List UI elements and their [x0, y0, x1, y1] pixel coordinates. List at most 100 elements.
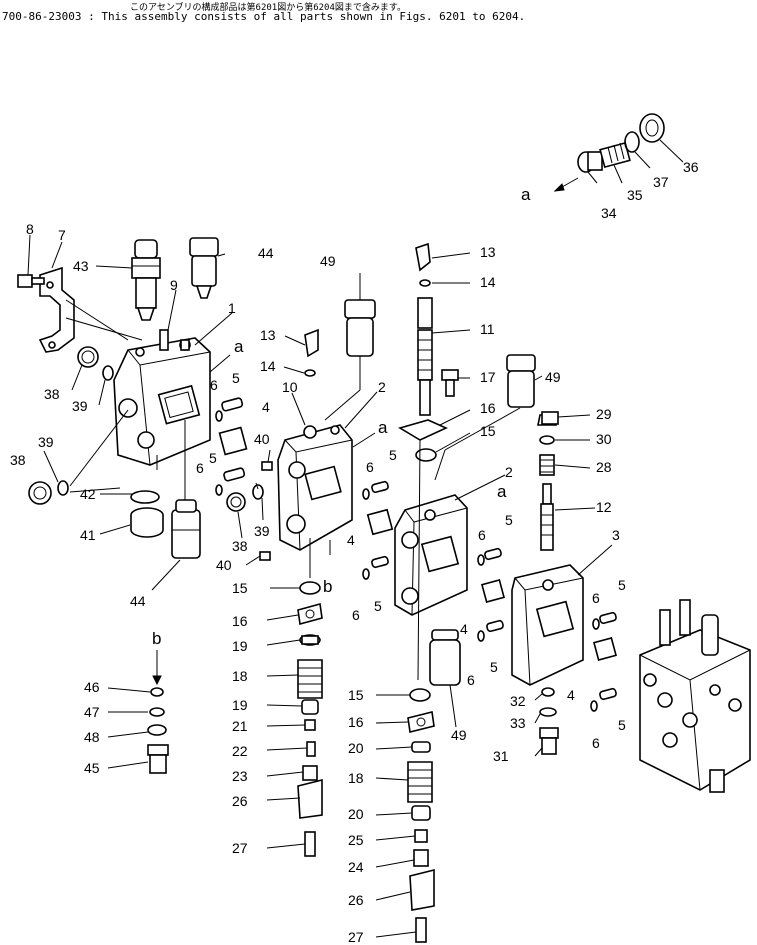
label-6g: 6	[592, 590, 600, 606]
label-18-center: 18	[348, 770, 364, 786]
label-49-right: 49	[545, 369, 561, 385]
spring-stack-34-37	[577, 113, 665, 173]
leader-lines	[27, 139, 684, 938]
label-4b: 4	[347, 532, 355, 548]
label-26-left: 26	[232, 793, 248, 809]
label-9: 9	[170, 277, 178, 293]
label-21: 21	[232, 718, 248, 734]
label-44-top: 44	[258, 245, 274, 261]
label-25: 25	[348, 832, 364, 848]
label-10: 10	[282, 379, 298, 395]
ref-b-2: b	[152, 629, 161, 648]
ref-b-1: b	[323, 577, 332, 596]
label-30: 30	[596, 431, 612, 447]
label-38-top: 38	[44, 386, 60, 402]
label-5h: 5	[618, 717, 626, 733]
label-16-top: 16	[480, 400, 496, 416]
label-26-center: 26	[348, 892, 364, 908]
label-5g: 5	[618, 577, 626, 593]
cap-41	[130, 507, 164, 538]
label-15-center: 15	[348, 687, 364, 703]
assembly-note-text: : This assembly consists of all parts sh…	[81, 10, 526, 23]
label-11: 11	[480, 321, 495, 337]
part-number: 700-86-23003	[2, 10, 82, 23]
label-47: 47	[84, 704, 100, 720]
bolt-8	[17, 274, 45, 288]
relief-valve-43	[131, 239, 161, 321]
label-19b: 19	[232, 697, 248, 713]
label-19a: 19	[232, 638, 248, 654]
spring-40	[259, 461, 273, 561]
label-44-bottom: 44	[130, 593, 146, 609]
label-2-center: 2	[505, 464, 513, 480]
label-5f: 5	[490, 659, 498, 675]
plug-38-left	[28, 481, 52, 505]
ref-a-4: a	[521, 185, 531, 204]
label-45: 45	[84, 760, 100, 776]
seal-group-4-5-6-center	[362, 480, 506, 642]
bracket-7	[38, 266, 75, 353]
label-39-left: 39	[38, 434, 54, 450]
label-36: 36	[683, 159, 699, 175]
label-41: 41	[80, 527, 96, 543]
label-20b: 20	[348, 806, 364, 822]
label-6h: 6	[592, 735, 600, 751]
plug-31-stack	[539, 687, 559, 755]
plug-29-stack	[541, 411, 559, 425]
label-2-left: 2	[378, 379, 386, 395]
label-40-bottom: 40	[216, 557, 232, 573]
label-14-left: 14	[260, 358, 276, 374]
cartridge-49-top-right	[506, 354, 536, 408]
label-24: 24	[348, 859, 364, 875]
label-39-top: 39	[72, 398, 88, 414]
label-29: 29	[596, 406, 612, 422]
japanese-note: このアセンブリの構成部品は第6201図から第6204図まで含みます。	[130, 3, 406, 13]
label-23: 23	[232, 768, 248, 784]
label-13-center: 13	[480, 244, 496, 260]
label-15-left: 15	[232, 580, 248, 596]
ref-a-3: a	[497, 482, 507, 501]
label-27-left: 27	[232, 840, 248, 856]
oring-14-left	[304, 369, 316, 377]
label-6f: 6	[467, 672, 475, 688]
label-35: 35	[627, 187, 643, 203]
seal-group-4-5-6-left	[215, 397, 248, 496]
label-6e: 6	[478, 527, 486, 543]
label-31: 31	[493, 748, 509, 764]
label-5b: 5	[209, 450, 217, 466]
label-12: 12	[596, 499, 612, 515]
label-39-mid: 39	[254, 523, 270, 539]
spool-12-stack	[537, 414, 557, 551]
plug-45-stack	[147, 687, 169, 774]
plug-38-top	[77, 346, 99, 368]
label-28: 28	[596, 459, 612, 475]
part-labels: 1 2 2 3 4 4 4 4 5 5 5 5 5 5 5 5 6 6 6 6 …	[10, 159, 699, 945]
label-7: 7	[58, 227, 66, 243]
label-4a: 4	[262, 399, 270, 415]
assembled-valve-view	[639, 599, 751, 793]
label-38-left: 38	[10, 452, 26, 468]
label-3: 3	[612, 527, 620, 543]
label-20a: 20	[348, 740, 364, 756]
label-14-center: 14	[480, 274, 496, 290]
label-4d: 4	[567, 687, 575, 703]
label-38-mid: 38	[232, 538, 248, 554]
label-16-center: 16	[348, 714, 364, 730]
cartridge-49-left	[344, 299, 376, 357]
label-34: 34	[601, 205, 617, 221]
label-27-center: 27	[348, 929, 364, 945]
label-8: 8	[26, 221, 34, 237]
label-5d: 5	[374, 598, 382, 614]
valve-body-2-left	[277, 424, 353, 551]
label-6d: 6	[352, 607, 360, 623]
label-37: 37	[653, 174, 669, 190]
valve-cartridge-44-upper	[189, 237, 219, 299]
label-6c: 6	[366, 459, 374, 475]
label-40-top: 40	[254, 431, 270, 447]
label-4c: 4	[460, 621, 468, 637]
label-15-top: 15	[480, 423, 496, 439]
assembly-note: 700-86-23003 : This assembly consists of…	[2, 10, 757, 23]
label-1: 1	[228, 300, 236, 316]
label-17: 17	[480, 369, 496, 385]
